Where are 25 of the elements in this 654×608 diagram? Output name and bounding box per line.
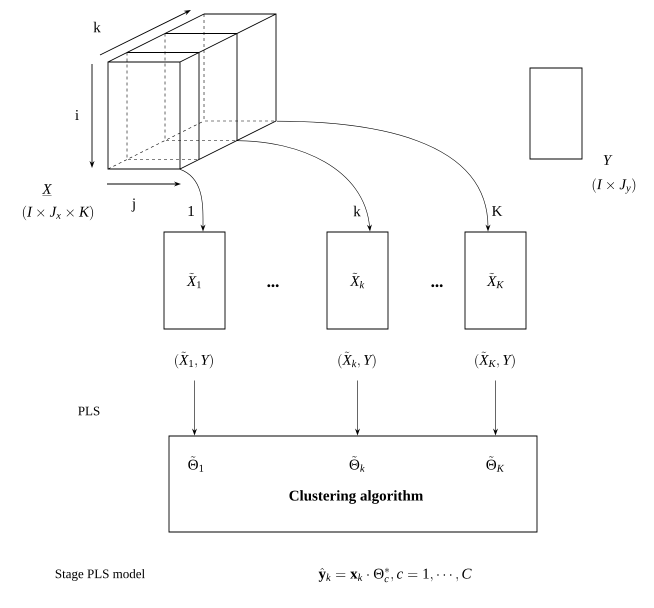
parameter-label: $\tilde{\Theta}_1$: [188, 456, 204, 472]
caption-text: Stage PLS model: [56, 569, 145, 581]
matrix-label: $Y$: [604, 155, 612, 165]
edge-label: K: [490, 205, 504, 217]
axis-label: k: [94, 22, 101, 32]
data-box: $\tilde{X}_K$: [464, 232, 526, 330]
matrix-label: $(\tilde{X}_K,Y)$: [475, 352, 515, 368]
matrix-label: $\underline{X}$: [42, 184, 52, 196]
matrix-label: $(I\times J_x\times K)$: [22, 206, 94, 220]
ellipsis: •••: [267, 284, 279, 288]
data-box: $\tilde{X}_k$: [326, 232, 388, 330]
edge-label: 1: [186, 205, 196, 217]
edge-label: k: [352, 204, 362, 218]
matrix-label: $(I\times J_y)$: [592, 178, 636, 194]
matrix-label: $(\tilde{X}_1,Y)$: [175, 352, 213, 368]
data-box: $\tilde{X}_1$: [164, 232, 226, 330]
parameter-label: $\tilde{\Theta}_K$: [486, 456, 504, 472]
method-label: PLS: [78, 406, 100, 416]
parameter-label: $\tilde{\Theta}_k$: [350, 456, 365, 472]
box-title: Clustering algorithm: [289, 490, 424, 504]
ellipsis: •••: [431, 284, 443, 288]
axis-label: i: [75, 110, 79, 120]
matrix-label: $(\tilde{X}_k,Y)$: [338, 352, 376, 368]
axis-label: j: [131, 198, 135, 212]
model-formula: $\hat{\mathbf{y}}_k=\mathbf{x}_k\cdot\Theta_c^{*},c=1,\cdots,C$: [318, 568, 472, 582]
